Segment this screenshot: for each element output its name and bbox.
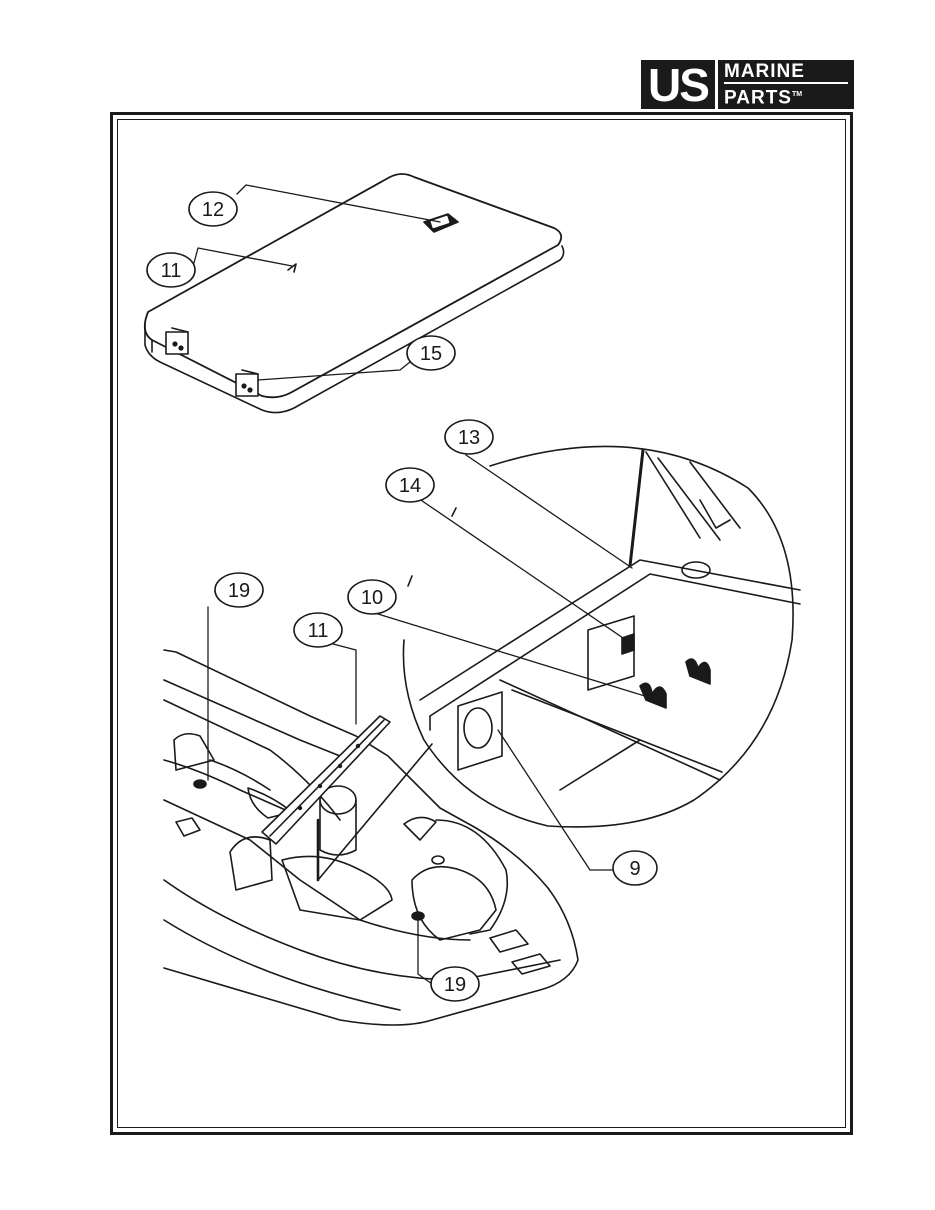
callout-9: 9 <box>612 850 658 886</box>
callout-11-bottom-label: 11 <box>308 620 329 642</box>
logo-word-parts: PARTSTM <box>724 84 854 108</box>
logo-parts-text: PARTS <box>724 87 792 109</box>
callout-15: 15 <box>406 335 456 371</box>
hinge-right <box>235 369 259 397</box>
callout-13-label: 13 <box>458 427 480 449</box>
logo-rule <box>724 81 848 84</box>
diagram-frame-outer <box>110 112 853 1135</box>
callout-10-label: 10 <box>361 587 383 609</box>
callout-12: 12 <box>188 191 238 227</box>
leader-lines <box>193 184 649 985</box>
logo-words: MARINE PARTSTM <box>718 61 854 108</box>
stray-mark <box>451 507 457 517</box>
callout-15-label: 15 <box>420 343 442 365</box>
detail-zoom-view <box>402 445 801 828</box>
callout-10: 10 <box>347 579 397 615</box>
callout-12-label: 12 <box>202 199 224 221</box>
us-marine-parts-logo: US MARINE PARTSTM <box>641 60 854 109</box>
callout-19-left-label: 19 <box>228 580 250 602</box>
callout-14: 14 <box>385 467 435 503</box>
callout-19-left: 19 <box>214 572 264 608</box>
logo-us-mark: US <box>648 58 710 111</box>
stray-mark <box>407 575 413 587</box>
callout-11-top-label: 11 <box>161 260 182 282</box>
boat-hull <box>163 649 579 1026</box>
callouts: 12 11 15 13 14 19 10 11 <box>146 191 658 1002</box>
logo-tm: TM <box>791 90 803 98</box>
diagram-frame-inner <box>117 119 846 1128</box>
callout-13: 13 <box>444 419 494 455</box>
hatch-cover <box>143 173 565 414</box>
logo-word-marine: MARINE <box>724 60 805 82</box>
hinge-left <box>165 327 189 355</box>
callout-14-label: 14 <box>399 475 421 497</box>
callout-19-bottom: 19 <box>430 966 480 1002</box>
logo-divider <box>715 60 718 109</box>
callout-11-top: 11 <box>146 252 196 288</box>
callout-19-bottom-label: 19 <box>444 974 466 996</box>
callout-11-bottom: 11 <box>293 612 343 648</box>
callout-9-label: 9 <box>629 858 640 880</box>
